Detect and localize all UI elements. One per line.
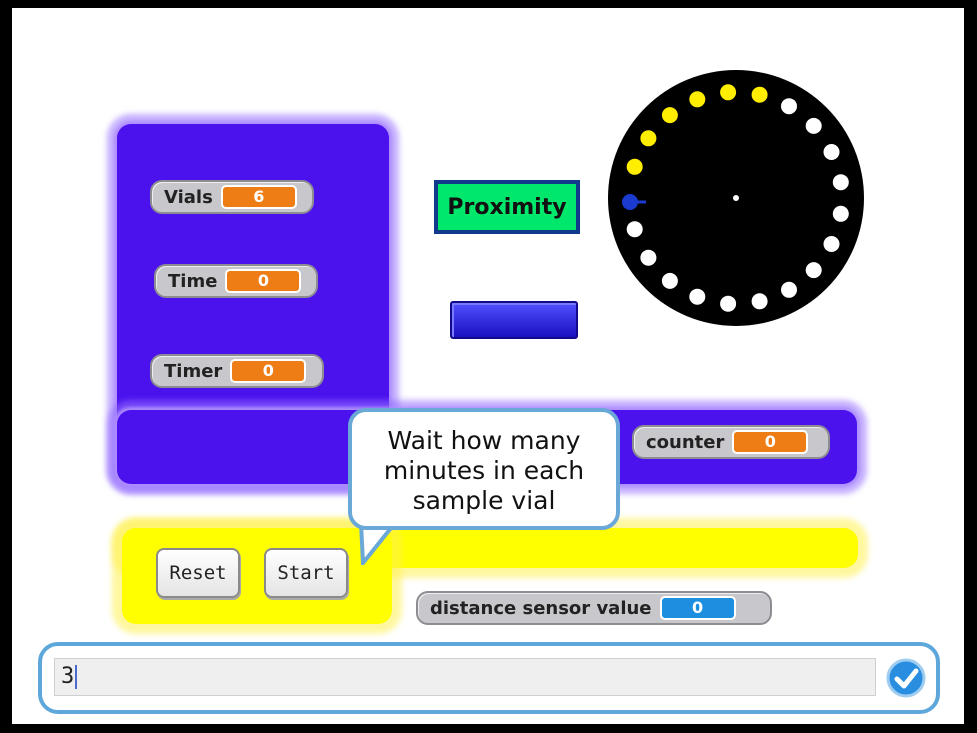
counter-value: 0	[732, 430, 809, 454]
dial-dot-white	[823, 236, 840, 252]
speech-bubble: Wait how many minutes in each sample via…	[348, 408, 620, 530]
speech-line-1: Wait how many	[387, 426, 581, 455]
answer-input[interactable]: 3	[54, 658, 876, 696]
text-caret	[75, 665, 78, 689]
dial-dot-white	[823, 144, 840, 160]
dial-dot-white	[626, 221, 643, 238]
dial-dot-white	[661, 272, 678, 289]
dial-dot-yellow	[720, 84, 737, 101]
dial-center	[733, 195, 739, 201]
dial-dot-white	[689, 288, 706, 305]
checkmark-icon[interactable]	[886, 658, 926, 698]
proximity-sprite[interactable]: Proximity	[434, 180, 580, 234]
speech-line-2: minutes in each	[383, 456, 585, 485]
start-button[interactable]: Start	[264, 548, 348, 598]
dial-dot-white	[720, 295, 737, 312]
timer-value: 0	[230, 359, 307, 383]
time-label: Time	[168, 270, 218, 292]
timer-watcher[interactable]: Timer 0	[150, 354, 324, 388]
dial-sprite[interactable]	[606, 68, 866, 328]
counter-watcher[interactable]: counter 0	[632, 425, 830, 459]
dial-dot-white	[805, 117, 822, 134]
dial-dot-white	[640, 249, 657, 266]
timer-label: Timer	[164, 360, 223, 382]
dial-dot-white	[832, 205, 849, 222]
stage: Vials 6 Time 0 Timer 0 counter 0 distanc…	[12, 8, 964, 724]
dial-dot-white	[805, 262, 822, 279]
distance-sensor-value: 0	[659, 596, 736, 620]
distance-sensor-label: distance sensor value	[430, 597, 652, 619]
dial-dot-yellow	[689, 91, 706, 108]
dial-dot-yellow	[661, 107, 678, 124]
dial-dot-yellow	[751, 86, 768, 103]
dial-dot-yellow	[626, 158, 643, 175]
blue-bar-sprite[interactable]	[450, 301, 578, 339]
dial-dot-yellow	[640, 130, 657, 147]
dial-dots	[626, 84, 849, 312]
dial-dot-white	[751, 293, 768, 310]
vials-value: 6	[220, 185, 297, 209]
dial-dot-white	[832, 174, 849, 191]
pointer-icon	[622, 194, 638, 210]
speech-line-3: sample vial	[412, 486, 556, 515]
time-watcher[interactable]: Time 0	[154, 264, 318, 298]
reset-button[interactable]: Reset	[156, 548, 240, 598]
answer-text: 3	[61, 664, 75, 689]
vials-label: Vials	[164, 186, 213, 208]
distance-sensor-watcher[interactable]: distance sensor value 0	[416, 591, 772, 625]
ask-answer-box: 3	[38, 642, 940, 714]
counter-label: counter	[646, 431, 725, 453]
vials-watcher[interactable]: Vials 6	[150, 180, 314, 214]
dial-dot-white	[781, 281, 797, 298]
time-value: 0	[225, 269, 302, 293]
dial-dot-white	[781, 98, 797, 115]
